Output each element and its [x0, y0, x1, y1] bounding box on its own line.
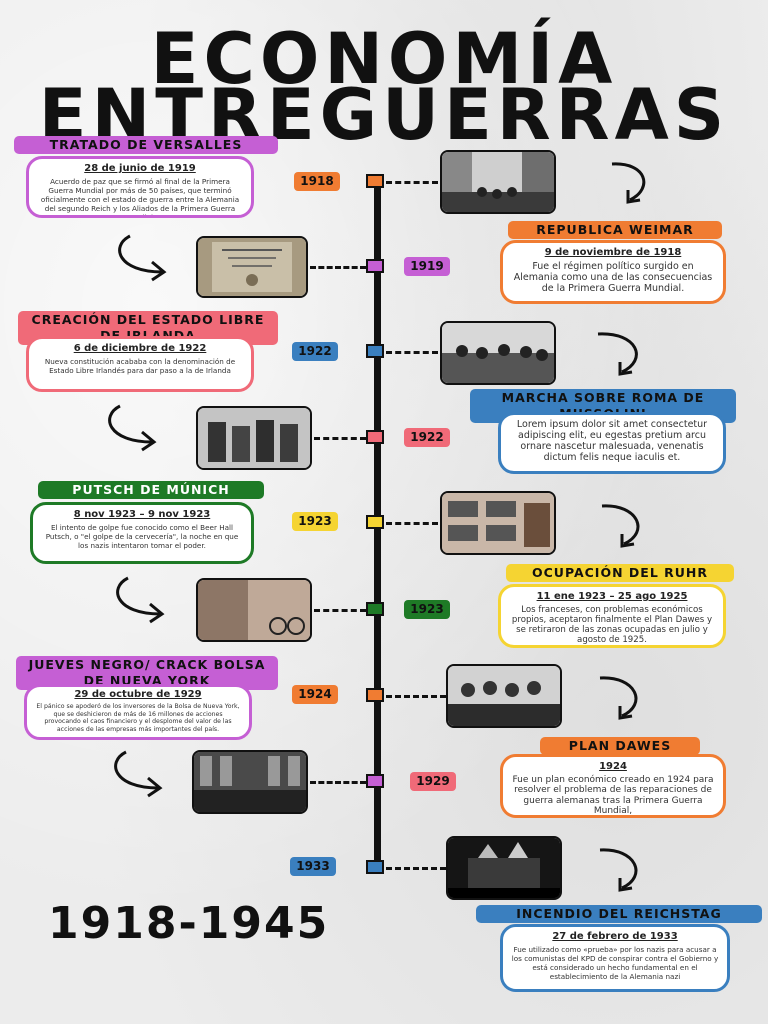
event-date: 28 de junio de 1919 — [84, 163, 196, 174]
event-tag: REPUBLICA WEIMAR — [508, 221, 722, 239]
event-date: 8 nov 1923 – 9 nov 1923 — [73, 509, 211, 520]
event-text: Acuerdo de paz que se firmó al final de … — [40, 177, 240, 218]
event-text: Los franceses, con problemas económicos … — [511, 605, 713, 645]
event-card: 9 de noviembre de 1918 Fue el régimen po… — [500, 240, 726, 304]
ruhr-occupation-photo — [196, 578, 312, 642]
event-text: Fue utilizado como «prueba» por los nazi… — [511, 945, 719, 981]
timeline-node — [366, 515, 384, 529]
event-tag: OCUPACIÓN DEL RUHR — [506, 564, 734, 582]
curved-arrow-icon — [599, 676, 638, 720]
event-card: Lorem ipsum dolor sit amet consectetur a… — [498, 412, 726, 474]
connector-dash — [386, 351, 438, 354]
irish-delegates-photo — [196, 406, 312, 470]
curved-arrow-icon — [599, 848, 638, 892]
curved-arrow-icon — [108, 404, 157, 452]
event-text: Fue un plan económico creado en 1924 par… — [512, 775, 714, 817]
event-date: 27 de febrero de 1933 — [552, 931, 678, 942]
timeline-node — [366, 860, 384, 874]
event-card: 28 de junio de 1919 Acuerdo de paz que s… — [26, 156, 254, 218]
timeline-node — [366, 344, 384, 358]
connector-dash — [314, 609, 366, 612]
timeline-node — [366, 430, 384, 444]
dawes-committee-photo — [446, 664, 562, 728]
event-card: 27 de febrero de 1933 Fue utilizado como… — [500, 924, 730, 992]
event-card: 6 de diciembre de 1922 Nueva constitució… — [26, 336, 254, 392]
reichstag-fire-photo — [446, 836, 562, 900]
timeline-node — [366, 602, 384, 616]
street-crowd-photo — [440, 150, 556, 214]
connector-dash — [386, 522, 438, 525]
connector-dash — [310, 266, 366, 269]
title-line-1: ECONOMÍA — [150, 18, 618, 100]
event-card: 8 nov 1923 – 9 nov 1923 El intento de go… — [30, 502, 254, 564]
putsch-beerhall-photo — [440, 491, 556, 555]
year-label: 1918 — [294, 172, 340, 191]
connector-dash — [386, 695, 446, 698]
timeline-node — [366, 774, 384, 788]
event-date: 9 de noviembre de 1918 — [544, 247, 682, 258]
connector-dash — [310, 781, 366, 784]
event-card: 11 ene 1923 – 25 ago 1925 Los franceses,… — [498, 584, 726, 648]
connector-dash — [386, 181, 438, 184]
march-crowd-photo — [440, 321, 556, 385]
event-date: 6 de diciembre de 1922 — [73, 343, 207, 354]
event-tag: PLAN DAWES — [540, 737, 700, 755]
event-tag: INCENDIO DEL REICHSTAG — [476, 905, 762, 923]
event-card: 29 de octubre de 1929 El pánico se apode… — [24, 684, 252, 740]
connector-dash — [386, 867, 446, 870]
year-label: 1933 — [290, 857, 336, 876]
connector-dash — [314, 437, 366, 440]
event-date: 29 de octubre de 1929 — [74, 689, 202, 700]
curved-arrow-icon — [601, 504, 640, 548]
event-text: El pánico se apoderó de los inversores d… — [36, 703, 240, 733]
event-tag: TRATADO DE VERSALLES — [14, 136, 278, 154]
year-label: 1922 — [404, 428, 450, 447]
year-label: 1923 — [292, 512, 338, 531]
period-range: 1918-1945 — [48, 898, 330, 949]
curved-arrow-icon — [118, 234, 167, 282]
event-date: 11 ene 1923 – 25 ago 1925 — [536, 591, 688, 602]
event-text: Lorem ipsum dolor sit amet consectetur a… — [516, 419, 708, 463]
event-text: Nueva constitución acababa con la denomi… — [44, 357, 236, 375]
event-text: Fue el régimen político surgido en Alema… — [513, 261, 713, 294]
year-label: 1922 — [292, 342, 338, 361]
curved-arrow-icon — [611, 162, 646, 204]
year-label: 1924 — [292, 685, 338, 704]
treaty-document-photo — [196, 236, 308, 298]
event-text: El intento de golpe fue conocido como el… — [45, 523, 239, 550]
year-label: 1929 — [410, 772, 456, 791]
event-card: 1924 Fue un plan económico creado en 192… — [500, 754, 726, 818]
event-date: 1924 — [599, 761, 627, 772]
event-tag: PUTSCH DE MÚNICH — [38, 481, 264, 499]
year-label: 1923 — [404, 600, 450, 619]
timeline-node — [366, 174, 384, 188]
curved-arrow-icon — [116, 576, 165, 624]
curved-arrow-icon — [114, 750, 163, 798]
curved-arrow-icon — [597, 332, 638, 376]
year-label: 1919 — [404, 257, 450, 276]
timeline-node — [366, 259, 384, 273]
timeline-node — [366, 688, 384, 702]
stock-exchange-photo — [192, 750, 308, 814]
